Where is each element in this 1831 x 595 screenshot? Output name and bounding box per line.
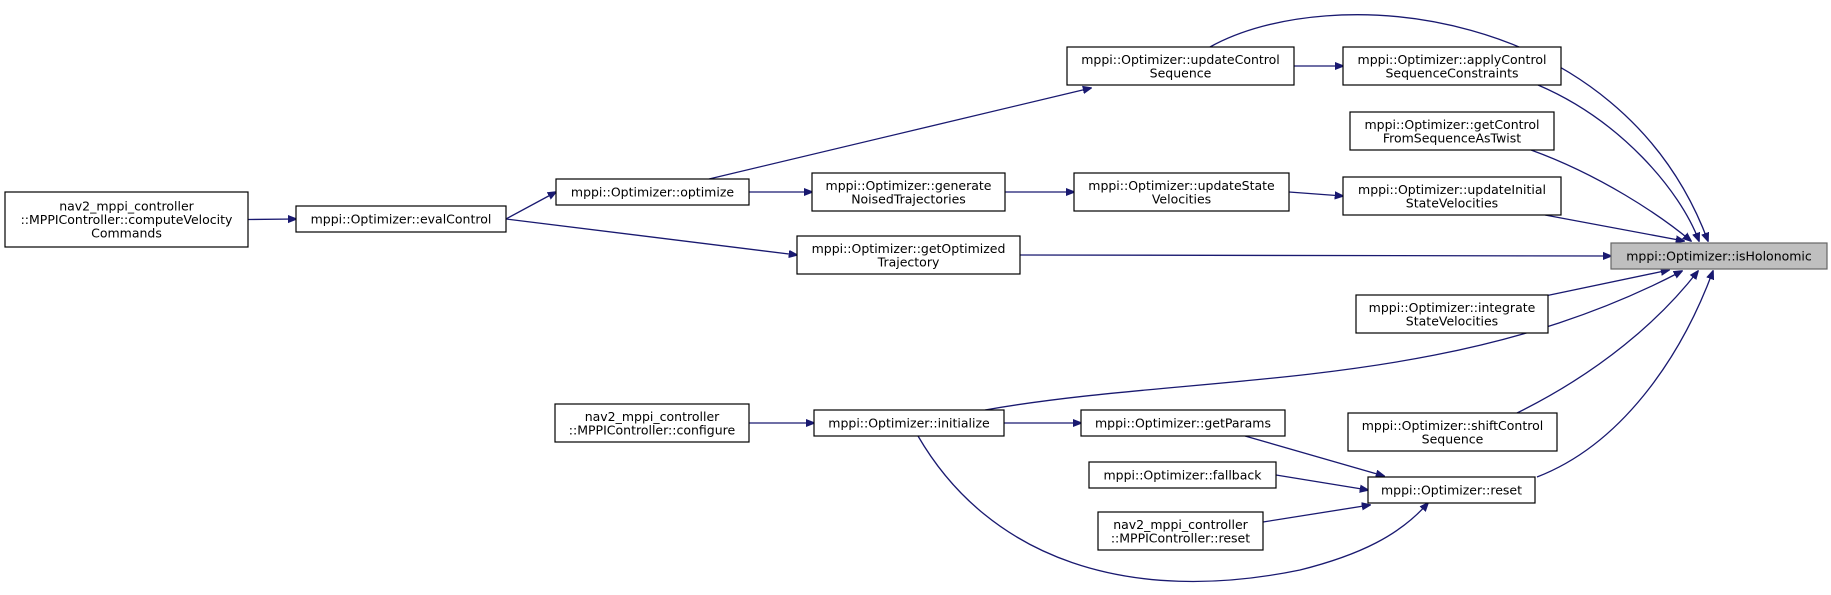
- node-label: SequenceConstraints: [1386, 65, 1519, 80]
- node-box: [555, 178, 750, 206]
- node-optimize[interactable]: mppi::Optimizer::optimize: [555, 178, 750, 206]
- node-box: [295, 205, 507, 233]
- node-label: mppi::Optimizer::updateState: [1088, 178, 1275, 193]
- node-label: mppi::Optimizer::integrate: [1369, 300, 1536, 315]
- node-box: [796, 235, 1021, 275]
- edge-updateInitialStateVel-to-isHolonomic: [1544, 214, 1684, 241]
- node-integrateStateVel[interactable]: mppi::Optimizer::integrateStateVelocitie…: [1355, 294, 1549, 334]
- node-controllerReset[interactable]: nav2_mppi_controller::MPPIController::re…: [1097, 511, 1264, 551]
- node-label: ::MPPIController::computeVelocity: [21, 212, 233, 227]
- edge-updateControlSeq-to-isHolonomic: [1209, 14, 1708, 241]
- node-label: mppi::Optimizer::initialize: [828, 416, 990, 431]
- node-box: [1355, 294, 1549, 334]
- node-label: mppi::Optimizer::applyControl: [1358, 52, 1547, 67]
- node-label: nav2_mppi_controller: [1113, 517, 1248, 532]
- node-box: [1342, 176, 1562, 216]
- edges: [247, 14, 1713, 583]
- edge-evalControl-to-getOptimizedTraj: [505, 218, 797, 255]
- node-box: [1347, 412, 1558, 452]
- edge-getOptimizedTraj-to-isHolonomic: [1019, 255, 1611, 256]
- node-updateInitialStateVel[interactable]: mppi::Optimizer::updateInitialStateVeloc…: [1342, 176, 1562, 216]
- node-label: nav2_mppi_controller: [585, 409, 720, 424]
- node-label: StateVelocities: [1406, 313, 1498, 328]
- edge-integrateStateVel-to-isHolonomic: [1544, 270, 1669, 297]
- node-label: mppi::Optimizer::updateControl: [1081, 52, 1280, 67]
- edge-updateStateVel-to-updateInitialStateVel: [1288, 192, 1343, 196]
- node-box: [811, 172, 1006, 212]
- edge-optimize-to-updateControlSeq: [708, 88, 1091, 180]
- node-getControlFromSeq[interactable]: mppi::Optimizer::getControlFromSequenceA…: [1349, 111, 1555, 151]
- node-isHolonomic[interactable]: mppi::Optimizer::isHolonomic: [1610, 242, 1828, 270]
- node-box: [1066, 46, 1295, 86]
- edge-fallback-to-resetOptimizer: [1275, 474, 1368, 490]
- node-fallback[interactable]: mppi::Optimizer::fallback: [1088, 461, 1277, 489]
- node-label: mppi::Optimizer::getOptimized: [812, 241, 1006, 256]
- node-box: [1610, 242, 1828, 270]
- edge-getParams-to-resetOptimizer: [1244, 435, 1384, 476]
- node-label: nav2_mppi_controller: [59, 199, 194, 214]
- node-generateNoised[interactable]: mppi::Optimizer::generateNoisedTrajector…: [811, 172, 1006, 212]
- node-label: mppi::Optimizer::getParams: [1095, 416, 1271, 431]
- node-label: Velocities: [1152, 191, 1211, 206]
- node-label: mppi::Optimizer::shiftControl: [1362, 418, 1544, 433]
- node-label: mppi::Optimizer::evalControl: [311, 212, 492, 227]
- node-label: mppi::Optimizer::isHolonomic: [1626, 249, 1812, 264]
- edge-controllerReset-to-resetOptimizer: [1262, 505, 1370, 523]
- edge-evalControl-to-optimize: [505, 192, 556, 220]
- node-box: [1088, 461, 1277, 489]
- node-box: [1342, 46, 1562, 86]
- node-label: NoisedTrajectories: [851, 191, 966, 206]
- edge-applyControlSeq-to-isHolonomic: [1537, 84, 1699, 241]
- nodes: mppi::Optimizer::isHolonomicmppi::Optimi…: [4, 46, 1828, 551]
- node-label: mppi::Optimizer::optimize: [571, 185, 734, 200]
- edge-shiftControlSeq-to-isHolonomic: [1516, 271, 1698, 414]
- node-label: ::MPPIController::configure: [569, 422, 736, 437]
- node-box: [813, 409, 1005, 437]
- edge-computeVelocity-to-evalControl: [247, 219, 296, 220]
- node-box: [4, 191, 249, 248]
- node-evalControl[interactable]: mppi::Optimizer::evalControl: [295, 205, 507, 233]
- node-computeVelocity[interactable]: nav2_mppi_controller::MPPIController::co…: [4, 191, 249, 248]
- node-label: FromSequenceAsTwist: [1383, 130, 1521, 145]
- node-configure[interactable]: nav2_mppi_controller::MPPIController::co…: [554, 403, 750, 443]
- node-label: mppi::Optimizer::fallback: [1103, 468, 1262, 483]
- node-box: [1073, 172, 1290, 212]
- node-label: mppi::Optimizer::reset: [1381, 483, 1522, 498]
- node-label: StateVelocities: [1406, 195, 1498, 210]
- node-label: mppi::Optimizer::updateInitial: [1358, 182, 1546, 197]
- node-label: mppi::Optimizer::generate: [826, 178, 992, 193]
- edge-resetOptimizer-to-isHolonomic: [1536, 271, 1713, 478]
- node-label: Trajectory: [877, 254, 940, 269]
- node-resetOptimizer[interactable]: mppi::Optimizer::reset: [1367, 476, 1536, 504]
- node-box: [554, 403, 750, 443]
- node-box: [1367, 476, 1536, 504]
- node-applyControlSeq[interactable]: mppi::Optimizer::applyControlSequenceCon…: [1342, 46, 1562, 86]
- node-label: Commands: [91, 226, 162, 241]
- node-label: mppi::Optimizer::getControl: [1364, 117, 1539, 132]
- node-box: [1080, 409, 1286, 437]
- edge-getControlFromSeq-to-isHolonomic: [1530, 149, 1691, 241]
- node-box: [1349, 111, 1555, 151]
- node-getParams[interactable]: mppi::Optimizer::getParams: [1080, 409, 1286, 437]
- edge-initialize-to-isHolonomic: [984, 271, 1682, 411]
- node-label: ::MPPIController::reset: [1111, 530, 1250, 545]
- node-label: Sequence: [1422, 431, 1484, 446]
- node-box: [1097, 511, 1264, 551]
- edge-initialize-to-resetOptimizer: [917, 435, 1428, 583]
- node-initialize[interactable]: mppi::Optimizer::initialize: [813, 409, 1005, 437]
- node-label: Sequence: [1150, 65, 1212, 80]
